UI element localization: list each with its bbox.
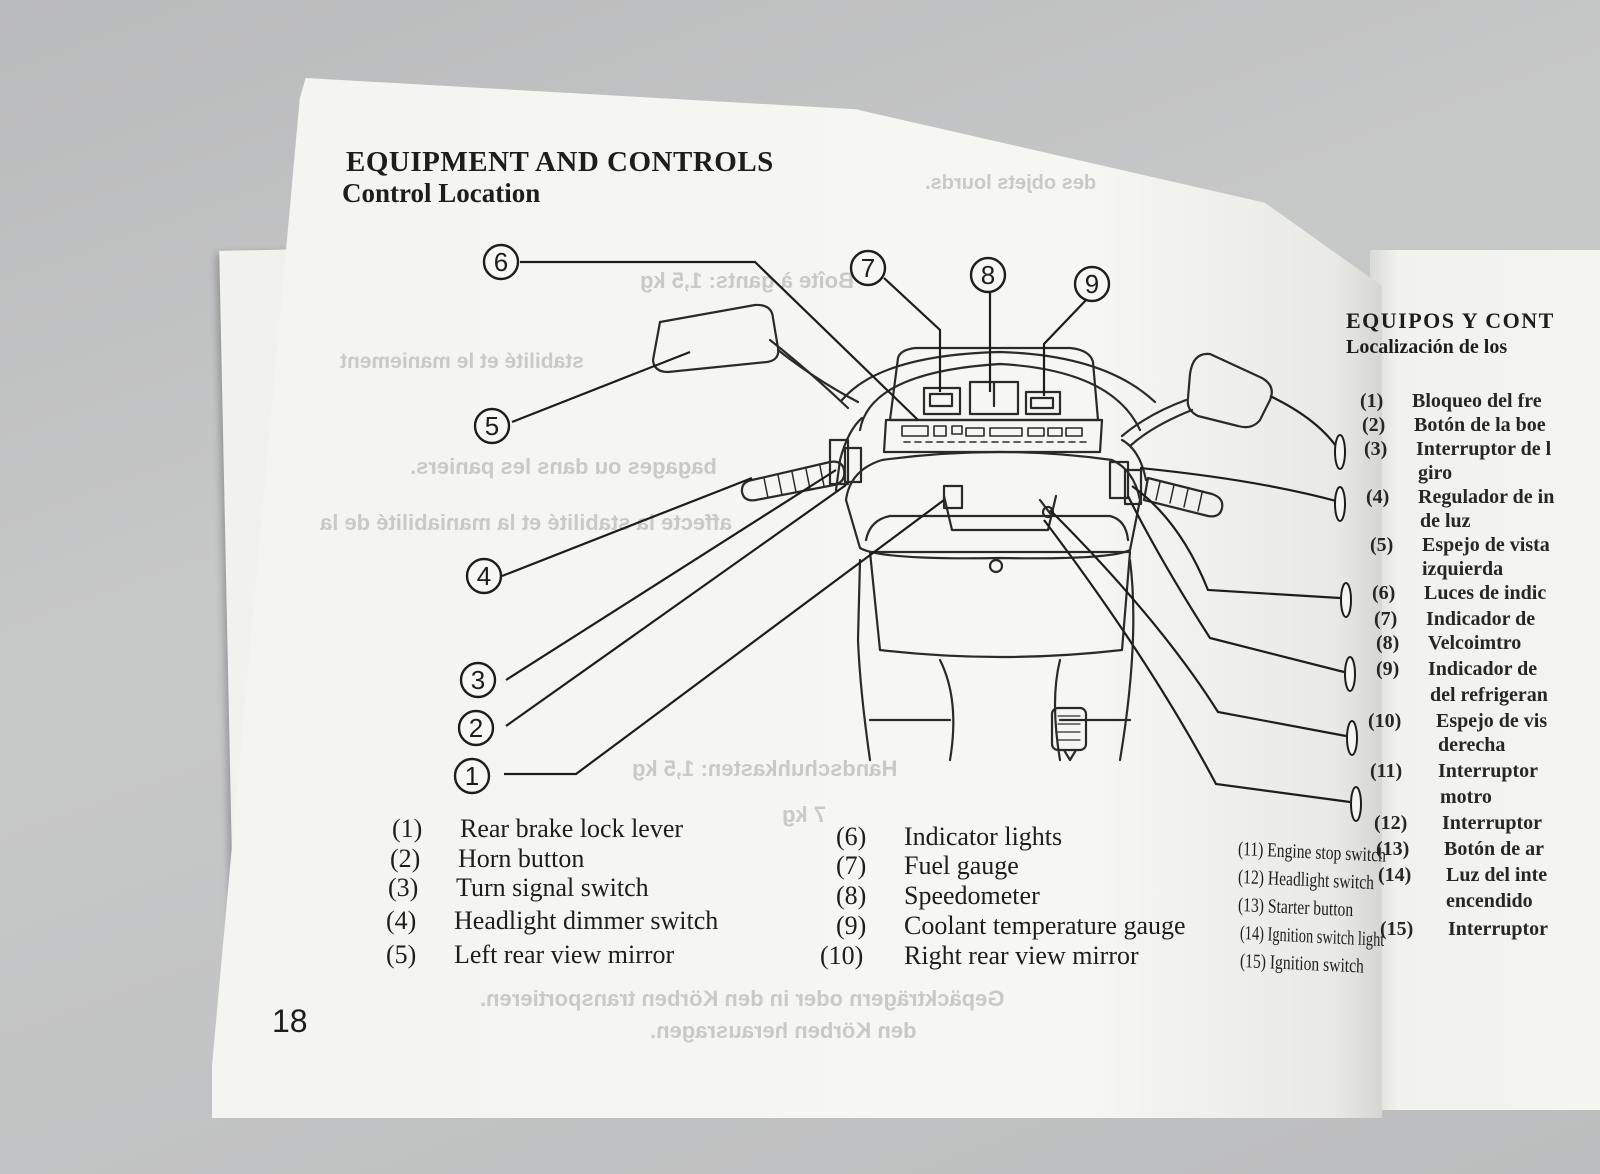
instrument-panel — [888, 346, 1100, 422]
left-page — [212, 78, 1382, 1118]
callout-5: 5 — [485, 411, 499, 441]
legend-item-6: (6)Indicator lights — [836, 822, 1063, 851]
spanish-item: (1)Bloqueo del fre — [1360, 390, 1542, 412]
right-page — [1370, 250, 1600, 1110]
right-grip — [1142, 476, 1224, 518]
legend-item-1: (1)Rear brake lock lever — [392, 814, 684, 843]
spanish-item: giro — [1418, 462, 1453, 484]
spanish-item: (8)Velcoimtro — [1376, 632, 1522, 654]
callout-6: 6 — [494, 247, 508, 277]
callout-7: 7 — [861, 253, 875, 283]
callout-9: 9 — [1085, 269, 1099, 299]
callout-2: 2 — [469, 713, 483, 743]
spanish-item: de luz — [1420, 510, 1471, 532]
legend-item-2: (2)Horn button — [390, 844, 585, 873]
spanish-item: (2)Botón de la boe — [1362, 414, 1546, 436]
spanish-item: (5)Espejo de vista — [1370, 534, 1550, 556]
spanish-item: (10)Espejo de vis — [1368, 710, 1548, 732]
spanish-item: encendido — [1446, 890, 1533, 912]
brake-pedal — [1050, 706, 1088, 752]
spanish-item: (14)Luz del inte — [1378, 864, 1548, 886]
legend-item-7: (7)Fuel gauge — [836, 851, 1019, 880]
left-mirror — [651, 303, 780, 374]
spanish-item: (6)Luces de indic — [1372, 582, 1547, 604]
spanish-item: (7)Indicador de — [1374, 608, 1536, 630]
legend-item-10: (10)Right rear view mirror — [820, 941, 1139, 970]
glove-box — [868, 550, 1132, 659]
callout-1: 1 — [465, 761, 479, 791]
spanish-item: (12)Interruptor — [1374, 812, 1542, 834]
legend-item-8: (8)Speedometer — [836, 881, 1040, 910]
spanish-item: (11)Interruptor — [1370, 760, 1538, 782]
spanish-item: derecha — [1438, 734, 1506, 756]
callout-8: 8 — [981, 260, 995, 290]
spanish-item: motro — [1440, 786, 1492, 808]
spanish-item: (3)Interruptor de l — [1364, 438, 1552, 460]
spanish-title: EQUIPOS Y CONT — [1346, 308, 1555, 333]
spanish-item: (4)Regulador de in — [1366, 486, 1555, 508]
callout-4: 4 — [477, 561, 491, 591]
spanish-item: (9)Indicador de — [1376, 658, 1538, 680]
right-mirror — [1186, 352, 1273, 429]
legend-item-5: (5)Left rear view mirror — [386, 940, 675, 969]
spanish-item: del refrigeran — [1430, 684, 1548, 706]
spanish-item: (15)Interruptor — [1380, 918, 1548, 940]
legend-item-3: (3)Turn signal switch — [388, 873, 649, 902]
legend-item-4: (4)Headlight dimmer switch — [386, 906, 719, 935]
page-number: 18 — [272, 1003, 308, 1039]
legend-item-9: (9)Coolant temperature gauge — [836, 911, 1186, 940]
callout-3: 3 — [471, 665, 485, 695]
page-title: EQUIPMENT AND CONTROLS — [346, 146, 774, 178]
page-subtitle: Control Location — [342, 178, 541, 208]
spanish-item: (13)Botón de ar — [1376, 838, 1544, 860]
spanish-subtitle: Localización de los — [1346, 336, 1508, 358]
spanish-item: izquierda — [1422, 558, 1504, 580]
